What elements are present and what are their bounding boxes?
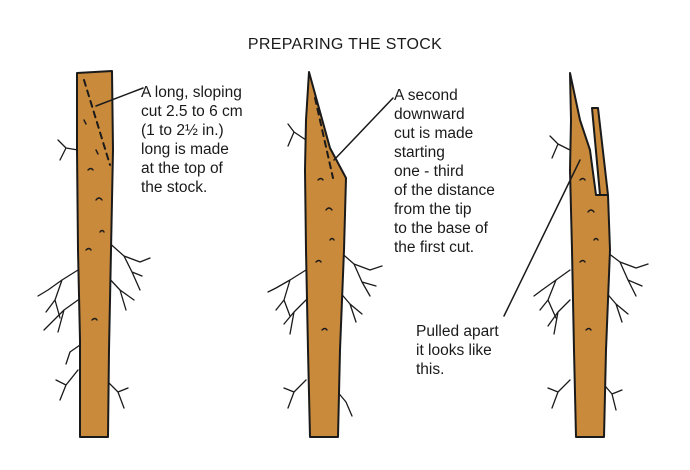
caption-line: the stock.	[141, 179, 208, 196]
stock-2	[267, 71, 383, 438]
caption-line: of the distance	[394, 182, 495, 199]
caption-line: Pulled apart	[416, 323, 499, 340]
diagram-title: PREPARING THE STOCK	[247, 36, 443, 53]
stock-1	[37, 70, 151, 438]
stock-2-cut-line	[314, 97, 334, 179]
stock-2-roots	[267, 123, 383, 417]
stock-1-roots	[37, 139, 151, 409]
stock-1-bark-marks	[83, 119, 105, 321]
caption-line: cut 2.5 to 6 cm	[141, 103, 243, 120]
stock-3-bark-marks	[579, 177, 599, 331]
stock-3-body	[569, 72, 611, 438]
stock-3	[533, 72, 649, 438]
leader-line-2	[333, 97, 394, 161]
stock-1-body	[76, 70, 114, 438]
caption-line: it looks like	[416, 342, 492, 359]
leader-line-1	[95, 87, 144, 107]
caption-line: long is made	[141, 141, 229, 158]
caption-line: the first cut.	[394, 239, 475, 256]
caption-line: (1 to 2½ in.)	[141, 122, 224, 139]
caption-line: cut is made	[394, 125, 474, 142]
stock-1-cut-line	[83, 79, 111, 166]
caption-line: this.	[416, 361, 445, 378]
caption-line: starting	[394, 144, 445, 161]
caption-line: at the top of	[141, 160, 223, 177]
stock-3-tongue	[591, 107, 609, 196]
step-1-caption: A long, sloping cut 2.5 to 6 cm (1 to 2½…	[141, 83, 243, 197]
stock-2-bark-marks	[315, 177, 335, 331]
step-3-caption: Pulled apart it looks like this.	[416, 322, 499, 379]
caption-line: downward	[394, 106, 465, 123]
caption-line: A second	[394, 87, 458, 104]
leader-line-3	[503, 159, 581, 317]
caption-line: from the tip	[394, 201, 472, 218]
stock-3-roots	[533, 135, 649, 411]
caption-line: one - third	[394, 163, 464, 180]
stock-2-body	[304, 71, 347, 438]
step-2-caption: A second downward cut is made starting o…	[394, 86, 495, 257]
caption-line: to the base of	[394, 220, 488, 237]
caption-line: A long, sloping	[141, 84, 242, 101]
